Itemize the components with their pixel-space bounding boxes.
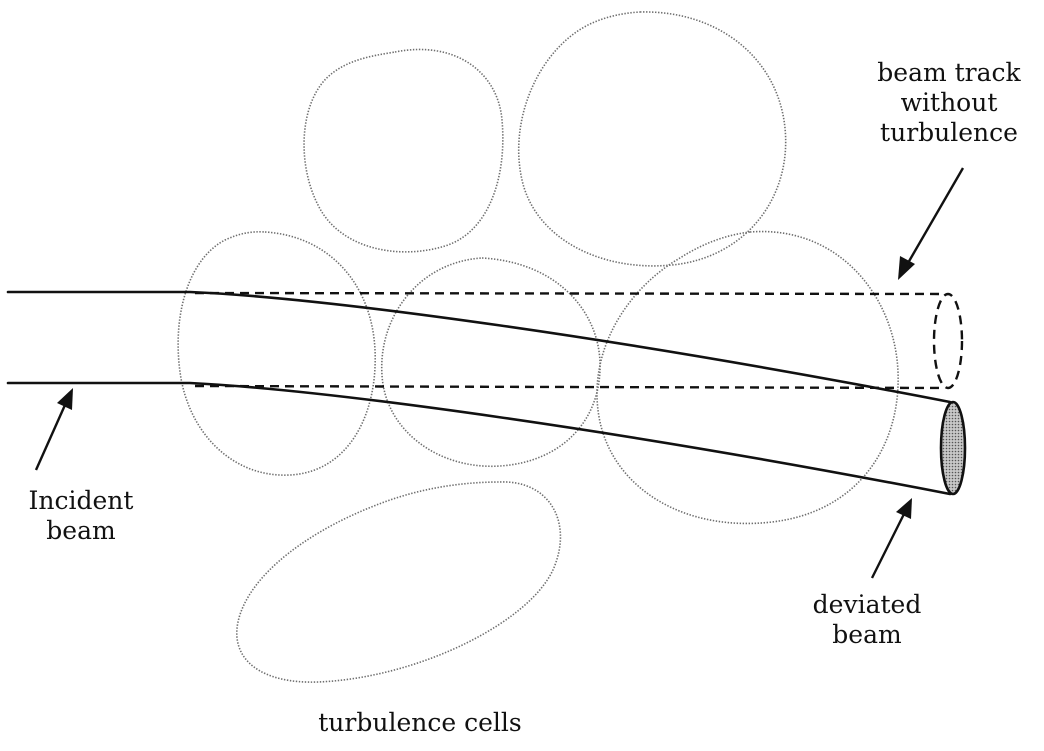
- turbulence-cell: [597, 232, 898, 524]
- deviated-beam-label-line-1: deviated: [792, 590, 942, 620]
- beam-track-arrow: [898, 168, 963, 280]
- beam-track-label-line-2: without: [860, 88, 1038, 118]
- beam-track-label-line-3: turbulence: [860, 118, 1038, 148]
- deviated-beam-arrow: [872, 498, 912, 578]
- turbulence-cell: [178, 232, 375, 475]
- beam-track-label: beam track without turbulence: [860, 58, 1038, 148]
- deviated-beam-end: [941, 402, 965, 494]
- deviated-beam-label-line-2: beam: [792, 620, 942, 650]
- beam-upper-edge: [8, 292, 950, 402]
- incident-beam-arrow: [36, 388, 73, 470]
- undisturbed-beam-track: [195, 293, 945, 388]
- undisturbed-beam-end: [934, 294, 962, 388]
- incident-beam-label-line-1: Incident: [6, 486, 156, 516]
- turbulence-cell: [519, 12, 786, 266]
- turbulence-cell: [237, 482, 561, 682]
- incident-beam-label-line-2: beam: [6, 516, 156, 546]
- turbulence-cell: [304, 49, 503, 251]
- incident-beam-label: Incident beam: [6, 486, 156, 546]
- beam-lower-edge: [8, 383, 950, 494]
- deviated-beam-label: deviated beam: [792, 590, 942, 650]
- turbulence-cell: [382, 258, 600, 466]
- beam-track-label-line-1: beam track: [860, 58, 1038, 88]
- turbulence-cells-label: turbulence cells: [270, 708, 570, 738]
